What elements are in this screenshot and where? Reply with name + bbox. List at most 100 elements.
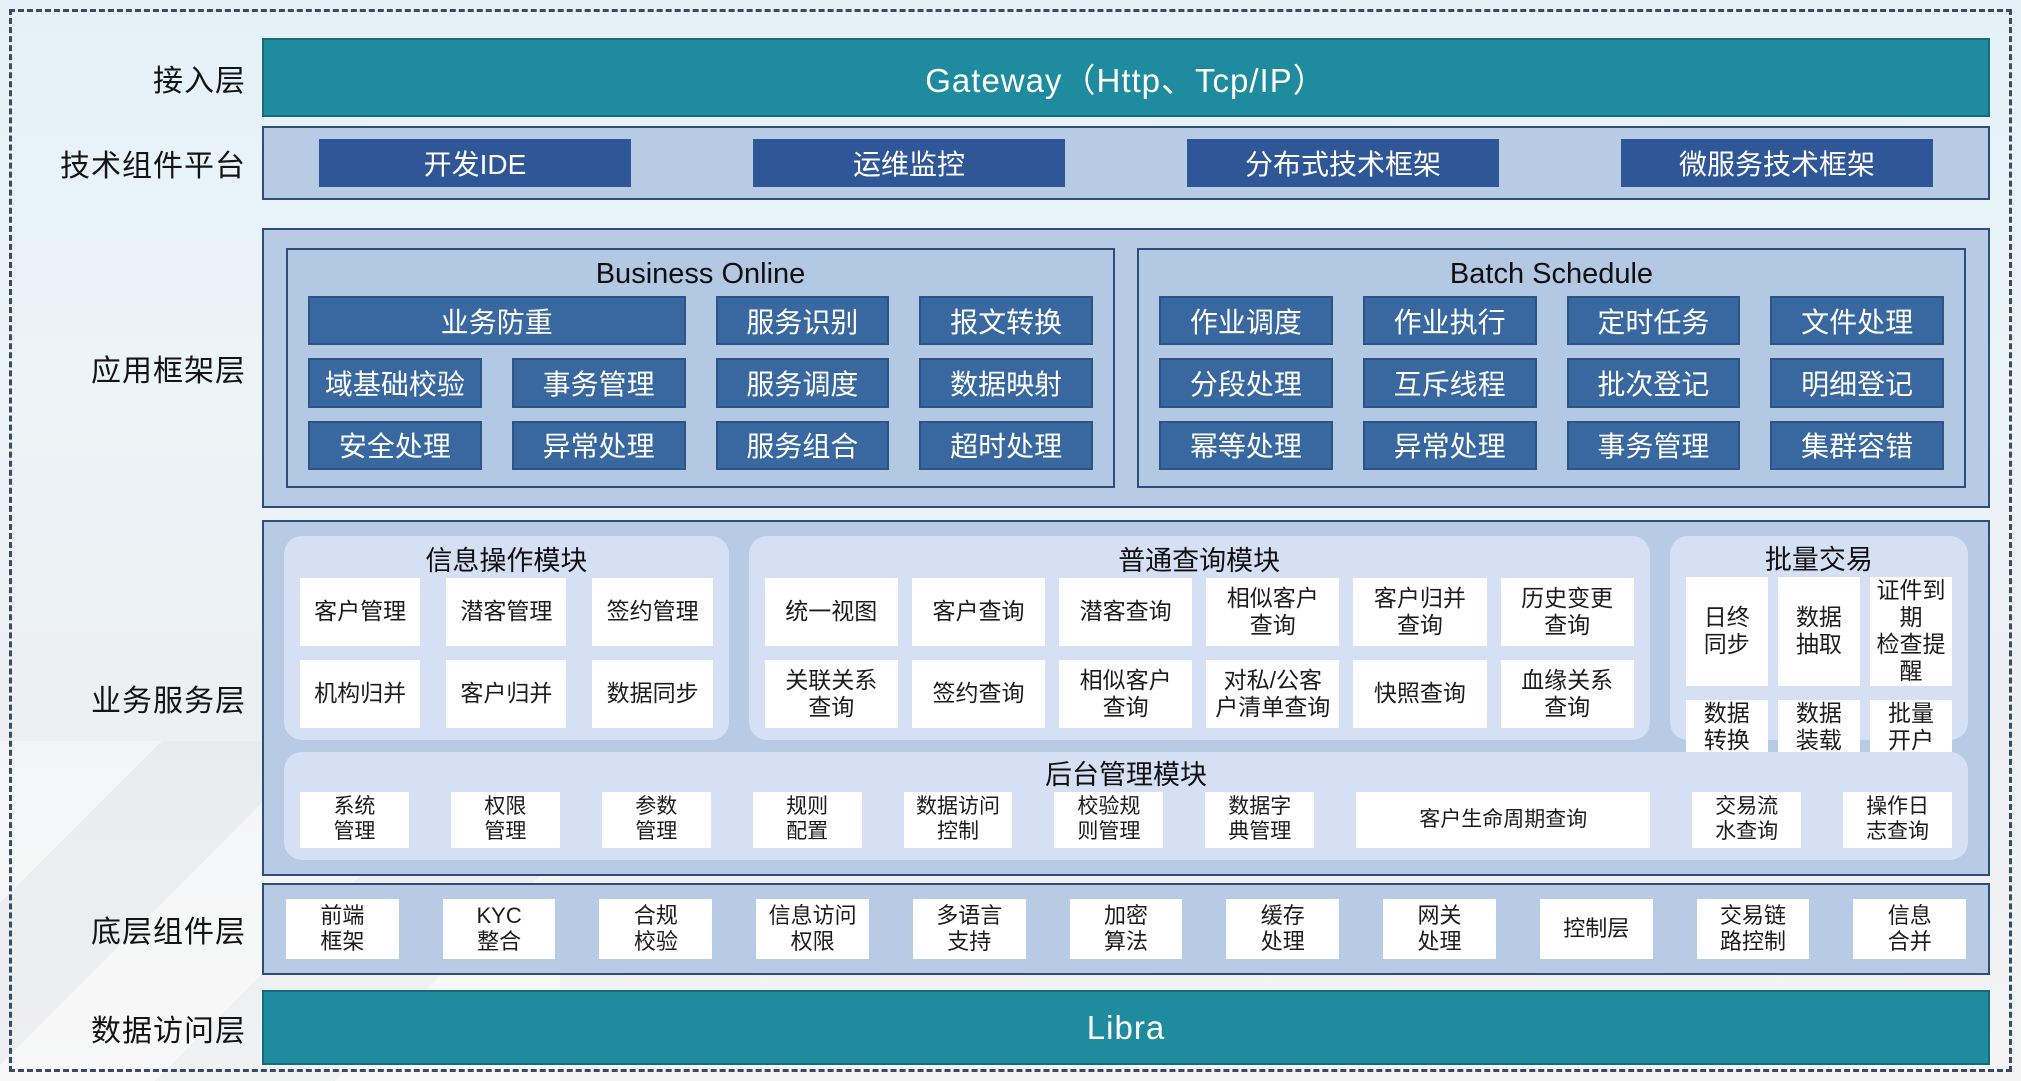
node-history-change-query: 历史变更 查询	[1500, 578, 1634, 646]
node-customer-list-query: 对私/公客 户清单查询	[1206, 660, 1340, 728]
batch-trade-module: 批量交易 日终 同步 数据 抽取 证件到期 检查提醒 数据 转换 数据 装载 批…	[1669, 536, 1968, 754]
node-service-composition: 服务组合	[715, 420, 890, 470]
batch-schedule-grid: 作业调度 作业执行 定时任务 文件处理 分段处理 互斥线程 批次登记 明细登记 …	[1159, 296, 1944, 470]
tech-platform-container: 开发IDE 运维监控 分布式技术框架 微服务技术框架	[262, 126, 1990, 200]
layer-label-business-service: 业务服务层	[91, 685, 246, 718]
node-exception-handling: 异常处理	[511, 420, 686, 470]
node-customer-query: 客户查询	[911, 578, 1046, 646]
node-timed-task: 定时任务	[1566, 296, 1741, 346]
node-similar-customer-query-1: 相似客户 查询	[1206, 578, 1340, 646]
node-parameter-mgmt: 参数 管理	[601, 792, 711, 848]
business-online-grid: 业务防重 服务识别 报文转换 域基础校验 事务管理 服务调度 数据映射 安全处理…	[308, 296, 1093, 470]
layer-label-app-framework: 应用框架层	[91, 355, 246, 388]
node-file-handling: 文件处理	[1770, 296, 1944, 346]
business-online-title: Business Online	[595, 257, 806, 290]
layer-label-base-components: 底层组件层	[91, 916, 246, 949]
node-microservice-framework: 微服务技术框架	[1621, 139, 1933, 187]
node-gateway-handling: 网关 处理	[1383, 899, 1496, 959]
node-system-mgmt: 系统 管理	[300, 792, 409, 848]
node-ops-monitor: 运维监控	[753, 139, 1065, 187]
node-kyc-integration: KYC 整合	[442, 899, 556, 959]
node-service-dispatch: 服务调度	[715, 358, 890, 408]
node-data-sync: 数据同步	[592, 660, 713, 728]
node-data-extract: 数据 抽取	[1777, 577, 1860, 686]
node-contract-query: 签约查询	[911, 660, 1046, 728]
node-transaction-mgmt: 事务管理	[511, 358, 686, 408]
node-control-layer: 控制层	[1539, 899, 1653, 959]
node-batch-register: 批次登记	[1566, 358, 1741, 408]
node-dev-ide: 开发IDE	[319, 139, 631, 187]
node-data-load: 数据 装载	[1777, 699, 1860, 754]
admin-module: 后台管理模块 系统 管理 权限 管理 参数 管理 规则 配置 数据访问 控制 校…	[284, 752, 1968, 860]
node-contract-mgmt: 签约管理	[592, 578, 713, 646]
node-org-merge: 机构归并	[300, 660, 421, 728]
node-prospect-query: 潜客查询	[1059, 578, 1193, 646]
node-idempotent: 幂等处理	[1159, 420, 1333, 470]
node-dedup: 业务防重	[308, 296, 686, 346]
node-cache-handling: 缓存 处理	[1226, 899, 1340, 959]
layer-label-tech-platform: 技术组件平台	[60, 150, 246, 183]
node-batch-transaction: 事务管理	[1566, 420, 1741, 470]
node-job-schedule: 作业调度	[1159, 296, 1333, 346]
node-transaction-link-control: 交易链 路控制	[1696, 899, 1810, 959]
general-query-title: 普通查询模块	[1118, 545, 1281, 576]
node-data-access-control: 数据访问 控制	[903, 792, 1013, 848]
node-snapshot-query: 快照查询	[1353, 660, 1487, 728]
node-eod-sync: 日终 同步	[1685, 577, 1768, 686]
node-customer-mgmt: 客户管理	[300, 578, 421, 646]
node-data-transform: 数据 转换	[1685, 699, 1768, 754]
node-customer-lifecycle-query: 客户生命周期查询	[1356, 792, 1651, 848]
node-encryption-algorithm: 加密 算法	[1069, 899, 1183, 959]
business-service-container: 信息操作模块 客户管理 潜客管理 签约管理 机构归并 客户归并 数据同步 普通查…	[262, 520, 1990, 876]
gateway-bar: Gateway（Http、Tcp/IP）	[262, 38, 1990, 117]
node-info-merge: 信息 合并	[1853, 899, 1967, 959]
node-relation-query: 关联关系 查询	[764, 660, 898, 728]
node-distributed-framework: 分布式技术框架	[1187, 139, 1499, 187]
node-permission-mgmt: 权限 管理	[450, 792, 560, 848]
batch-schedule-panel: Batch Schedule 作业调度 作业执行 定时任务 文件处理 分段处理 …	[1137, 248, 1966, 488]
node-job-execute: 作业执行	[1362, 296, 1537, 346]
node-unified-view: 统一视图	[764, 578, 898, 646]
info-operation-module: 信息操作模块 客户管理 潜客管理 签约管理 机构归并 客户归并 数据同步	[284, 536, 729, 740]
node-cluster-fault-tolerance: 集群容错	[1770, 420, 1944, 470]
admin-module-row: 系统 管理 权限 管理 参数 管理 规则 配置 数据访问 控制 校验规 则管理 …	[300, 792, 1953, 848]
node-transaction-flow-query: 交易流 水查询	[1692, 792, 1802, 848]
node-compliance-check: 合规 校验	[599, 899, 713, 959]
general-query-module: 普通查询模块 统一视图 客户查询 潜客查询 相似客户 查询 客户归并 查询 历史…	[748, 536, 1650, 740]
node-prospect-mgmt: 潜客管理	[446, 578, 567, 646]
node-timeout-handling: 超时处理	[919, 420, 1093, 470]
node-id-expiry-reminder: 证件到期 检查提醒	[1869, 577, 1952, 686]
node-customer-merge: 客户归并	[446, 660, 567, 728]
general-query-grid: 统一视图 客户查询 潜客查询 相似客户 查询 客户归并 查询 历史变更 查询 关…	[764, 578, 1634, 728]
business-online-panel: Business Online 业务防重 服务识别 报文转换 域基础校验 事务管…	[286, 248, 1115, 488]
base-components-container: 前端 框架 KYC 整合 合规 校验 信息访问 权限 多语言 支持 加密 算法 …	[262, 883, 1990, 975]
node-operation-log-query: 操作日 志查询	[1843, 792, 1953, 848]
node-multilanguage-support: 多语言 支持	[912, 899, 1026, 959]
node-segment-processing: 分段处理	[1159, 358, 1333, 408]
batch-schedule-title: Batch Schedule	[1449, 257, 1654, 290]
node-service-identify: 服务识别	[715, 296, 890, 346]
node-data-dictionary-mgmt: 数据字 典管理	[1205, 792, 1315, 848]
libra-bar: Libra	[262, 990, 1990, 1065]
node-detail-register: 明细登记	[1770, 358, 1944, 408]
node-info-access-permission: 信息访问 权限	[756, 899, 869, 959]
node-lineage-query: 血缘关系 查询	[1500, 660, 1634, 728]
node-domain-validation: 域基础校验	[308, 358, 482, 408]
node-batch-account-open: 批量 开户	[1869, 699, 1952, 754]
node-batch-exception: 异常处理	[1362, 420, 1537, 470]
node-validation-rule-mgmt: 校验规 则管理	[1054, 792, 1164, 848]
business-service-top-row: 信息操作模块 客户管理 潜客管理 签约管理 机构归并 客户归并 数据同步 普通查…	[284, 536, 1968, 754]
node-frontend-framework: 前端 框架	[286, 899, 399, 959]
node-similar-customer-query-2: 相似客户 查询	[1059, 660, 1193, 728]
node-security-handling: 安全处理	[308, 420, 482, 470]
node-customer-merge-query: 客户归并 查询	[1353, 578, 1487, 646]
app-framework-container: Business Online 业务防重 服务识别 报文转换 域基础校验 事务管…	[262, 228, 1990, 508]
admin-module-title: 后台管理模块	[1045, 759, 1207, 790]
node-mutex-thread: 互斥线程	[1362, 358, 1537, 408]
info-operation-title: 信息操作模块	[425, 545, 588, 576]
layer-label-data-access: 数据访问层	[91, 1014, 246, 1048]
info-operation-grid: 客户管理 潜客管理 签约管理 机构归并 客户归并 数据同步	[300, 578, 713, 728]
batch-trade-title: 批量交易	[1764, 545, 1873, 575]
node-rule-config: 规则 配置	[752, 792, 862, 848]
